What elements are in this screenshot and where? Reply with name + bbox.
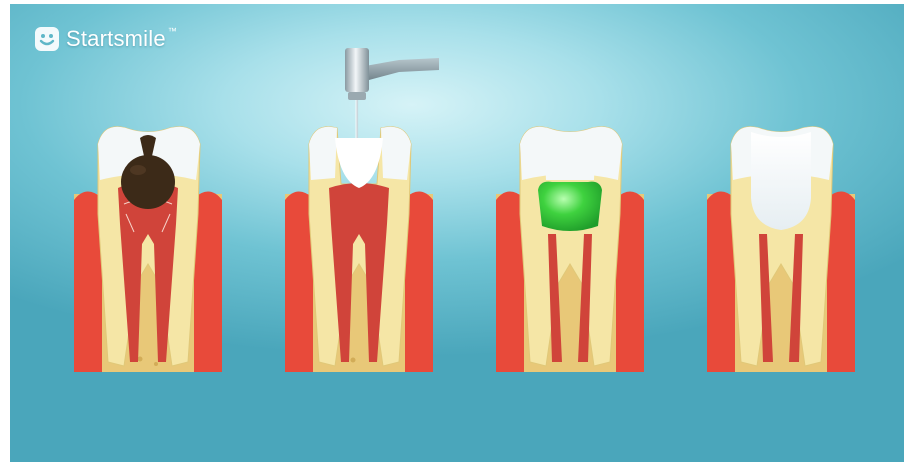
illustration-canvas: Startsmile ™ (10, 4, 904, 462)
brand-trademark: ™ (168, 26, 177, 36)
temporary-filling-tooth-icon (490, 114, 650, 374)
decayed-tooth-icon (68, 114, 228, 374)
brand-logo: Startsmile ™ (34, 26, 177, 52)
smile-logo-icon (34, 26, 60, 52)
drilled-tooth-icon (279, 114, 439, 374)
brand-name: Startsmile (66, 26, 166, 52)
permanent-filling-tooth-icon (701, 114, 861, 374)
